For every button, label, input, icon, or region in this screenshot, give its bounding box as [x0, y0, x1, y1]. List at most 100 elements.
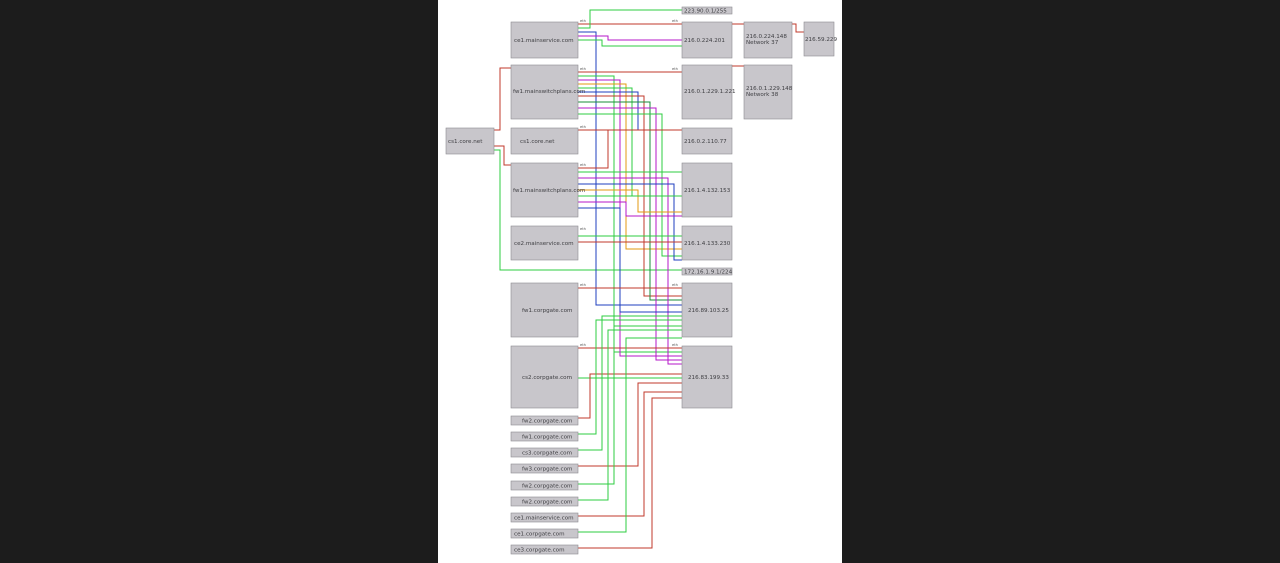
node-cs1[interactable]: cs1.core.net — [510, 127, 579, 155]
node-label: 216.0.1.229.1.221 — [684, 89, 736, 95]
edge-node: cs1.core.net — [445, 127, 495, 155]
node-ce2[interactable]: ce2.mainservice.com — [510, 225, 579, 261]
node-label: 216.0.1.229.148 — [746, 86, 793, 92]
node-x2[interactable]: 216.0.1.229.148 Network 38 — [743, 64, 793, 120]
node-label: ce1.mainservice.com — [514, 38, 574, 44]
port-markers: eth eth eth eth eth eth eth eth eth eth … — [580, 19, 678, 347]
port-label: eth — [672, 19, 678, 23]
wire — [578, 373, 682, 419]
node-r1[interactable]: 216.0.224.201 — [681, 21, 733, 59]
node-label: cs3.corpgate.com — [522, 451, 572, 457]
wire — [578, 315, 682, 451]
node-label: 216.0.224.201 — [684, 38, 725, 44]
node-label: cs2.corpgate.com — [522, 375, 572, 381]
node-r8[interactable]: 216.83.199.33 — [681, 345, 733, 409]
node-label: fw2.corpgate.com — [522, 419, 572, 425]
node-r4[interactable]: 216.1.4.132.153 — [681, 162, 733, 218]
node-small-5[interactable]: fw2.corpgate.com — [510, 480, 579, 491]
wire — [578, 35, 682, 41]
node-label: 216.1.4.133.230 — [684, 241, 731, 247]
node-label: fw1.mainswitchplans.com — [513, 89, 585, 95]
node-r3[interactable]: 216.0.2.110.77 — [681, 127, 733, 155]
wire — [578, 91, 682, 131]
node-sublabel: Network 38 — [746, 92, 779, 98]
wire — [578, 75, 682, 353]
wire — [494, 149, 682, 271]
port-label: eth — [580, 227, 586, 231]
wire — [792, 23, 804, 33]
node-label: ce1.mainservice.com — [514, 516, 574, 522]
wire — [494, 67, 511, 131]
port-label: eth — [672, 343, 678, 347]
node-label: cs1.core.net — [448, 139, 483, 145]
port-label: eth — [580, 283, 586, 287]
node-small-7[interactable]: ce1.mainservice.com — [510, 512, 579, 523]
node-sublabel: Network 37 — [746, 40, 779, 46]
wire — [578, 183, 682, 261]
diagram-canvas: cs1.core.net ce1.mainservice.com fw1.mai… — [438, 0, 842, 563]
port-label: eth — [580, 67, 586, 71]
node-label: fw3.corpgate.com — [522, 467, 572, 473]
port-label: eth — [672, 67, 678, 71]
node-fw1-corpgate[interactable]: fw1.corpgate.com — [510, 282, 579, 338]
wire — [578, 201, 682, 217]
node-fw1-a[interactable]: fw1.mainswitchplans.com — [510, 64, 585, 120]
port-label: eth — [580, 343, 586, 347]
node-r6[interactable]: 172.16.1.9.1/224 — [681, 267, 733, 276]
connection-wires — [494, 9, 804, 549]
node-small-9[interactable]: ce3.corpgate.com — [510, 544, 579, 555]
wire — [578, 382, 682, 467]
wire — [578, 107, 682, 361]
node-small-2[interactable]: fw1.corpgate.com — [510, 431, 579, 442]
wire — [578, 189, 682, 213]
node-r0[interactable]: 223.90.0.1/255 — [681, 6, 733, 15]
wire — [494, 145, 511, 166]
node-label: 223.90.0.1/255 — [684, 9, 727, 15]
node-r7[interactable]: 216.89.103.25 — [681, 282, 733, 338]
node-cs2-corpgate[interactable]: cs2.corpgate.com — [510, 345, 579, 409]
node-ce1-top[interactable]: ce1.mainservice.com — [510, 21, 579, 59]
wire — [578, 87, 682, 197]
node-label: 216.59.229 — [805, 37, 837, 43]
port-label: eth — [672, 283, 678, 287]
node-r2[interactable]: 216.0.1.229.1.221 — [681, 64, 736, 120]
node-r5[interactable]: 216.1.4.133.230 — [681, 225, 733, 261]
wire — [578, 101, 682, 301]
node-label: 216.83.199.33 — [688, 375, 729, 381]
wire — [578, 337, 682, 533]
node-label: 216.0.224.148 — [746, 34, 787, 40]
node-label: fw1.corpgate.com — [522, 308, 572, 314]
node-small-1[interactable]: fw2.corpgate.com — [510, 415, 579, 426]
node-label: fw2.corpgate.com — [522, 484, 572, 490]
port-label: eth — [580, 125, 586, 129]
node-label: fw2.corpgate.com — [522, 500, 572, 506]
wire — [578, 79, 682, 357]
node-label: 216.89.103.25 — [688, 308, 729, 314]
node-small-6[interactable]: fw2.corpgate.com — [510, 496, 579, 507]
node-label: cs1.core.net — [520, 139, 555, 145]
node-x1[interactable]: 216.0.224.148 Network 37 — [743, 21, 793, 59]
node-label: 172.16.1.9.1/224 — [684, 270, 733, 276]
node-small-4[interactable]: fw3.corpgate.com — [510, 463, 579, 474]
node-small-8[interactable]: ce1.corpgate.com — [510, 528, 579, 539]
node-label: ce1.corpgate.com — [514, 532, 565, 538]
node-label: fw1.corpgate.com — [522, 435, 572, 441]
wire — [578, 9, 682, 29]
node-label: 216.1.4.132.153 — [684, 188, 731, 194]
wire — [578, 391, 682, 517]
node-small-3[interactable]: cs3.corpgate.com — [510, 447, 579, 458]
port-label: eth — [580, 19, 586, 23]
node-label: ce2.mainservice.com — [514, 241, 574, 247]
node-label: 216.0.2.110.77 — [684, 139, 727, 145]
node-label: fw1.mainswitchplans.com — [513, 188, 585, 194]
port-label: eth — [580, 163, 586, 167]
node-fw1-b[interactable]: fw1.mainswitchplans.com — [510, 162, 585, 218]
wire — [578, 177, 682, 365]
network-diagram: cs1.core.net ce1.mainservice.com fw1.mai… — [445, 6, 837, 555]
wire — [578, 113, 682, 257]
node-x3[interactable]: 216.59.229 — [803, 21, 837, 57]
wire — [578, 130, 609, 169]
node-label: ce3.corpgate.com — [514, 548, 565, 554]
left-node-column: ce1.mainservice.com fw1.mainswitchplans.… — [510, 21, 585, 555]
wire — [578, 397, 682, 549]
